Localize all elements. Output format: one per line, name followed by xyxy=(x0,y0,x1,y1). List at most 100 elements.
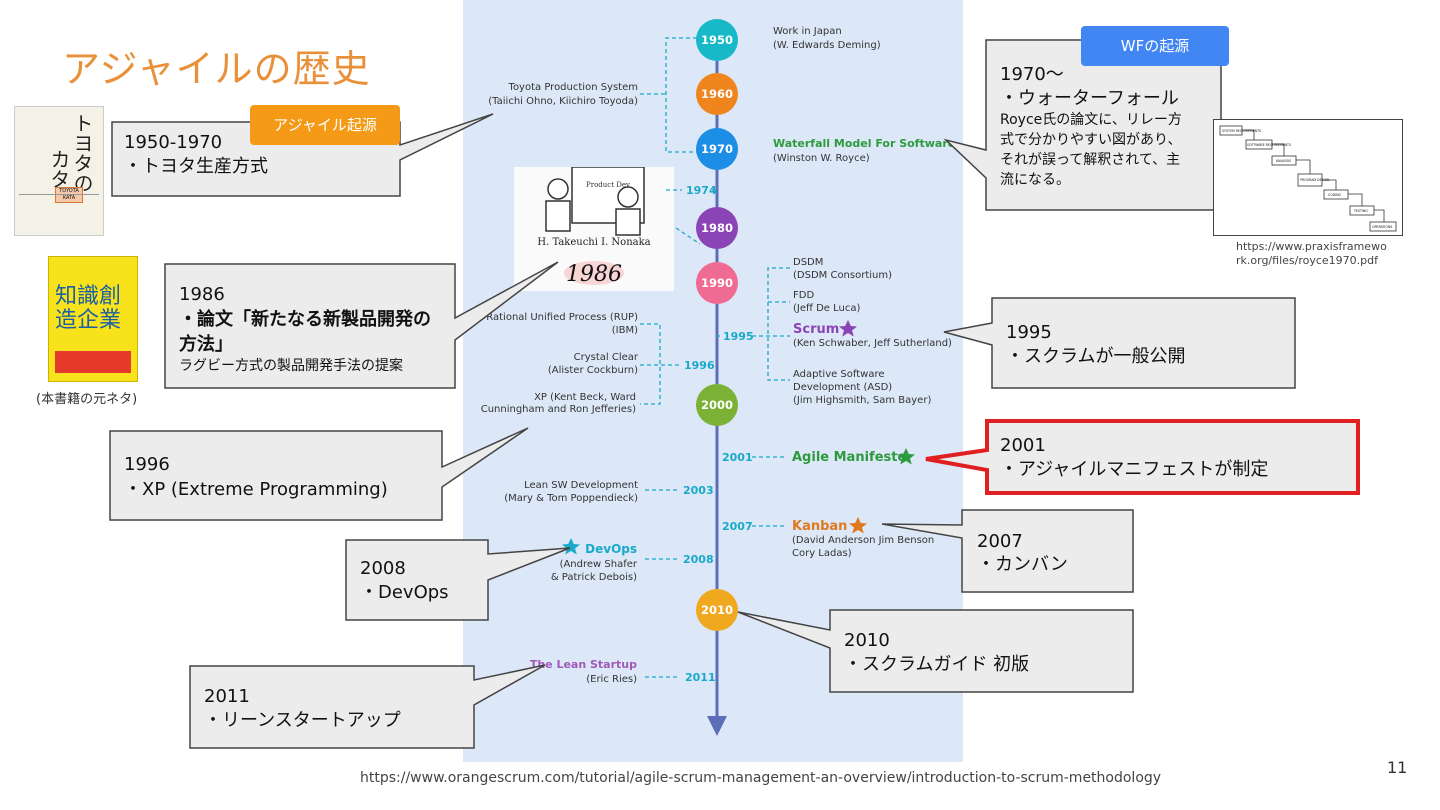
event-kanban-author: (David Anderson Jim Benson xyxy=(792,535,934,546)
event-crystal-title: Crystal Clear xyxy=(574,352,639,363)
callout-1986-line4: ラグビー方式の製品開発手法の提案 xyxy=(179,357,403,374)
year-label: 1986 xyxy=(566,262,622,287)
book-title: トヨタの xyxy=(70,113,94,193)
event-scrum-author: (Ken Schwaber, Jeff Sutherland) xyxy=(793,338,952,349)
royce-step-7-label: OPERATIONS xyxy=(1372,225,1392,229)
decade-2000-circle xyxy=(696,384,738,426)
year-1995: 1995 xyxy=(723,330,754,343)
decade-1980-circle xyxy=(696,207,738,249)
royce-arrow-5 xyxy=(1348,193,1363,206)
callout-1995-line1: 1995 xyxy=(1006,322,1052,343)
knowledge-creating-company-book-cover: 知識創造企業 xyxy=(48,256,138,382)
book-subtitle-area xyxy=(19,194,99,229)
decade-1990-circle xyxy=(696,262,738,304)
callout-wf-line3: Royce氏の論文に、リレー方 xyxy=(1000,112,1182,128)
callout-1986-line1: 1986 xyxy=(179,284,225,305)
event-leansw-author: (Mary & Tom Poppendieck) xyxy=(504,493,638,504)
decade-2010-circle xyxy=(696,589,738,631)
decade-1950-label: 1950 xyxy=(701,33,733,47)
event-dsdm-title: DSDM xyxy=(793,257,823,268)
scrum-star-icon xyxy=(839,320,857,337)
devops-star-icon xyxy=(562,538,580,555)
royce-url-line2[interactable]: rk.org/files/royce1970.pdf xyxy=(1236,254,1378,267)
event-kanban-author-2: Cory Ladas) xyxy=(792,548,852,559)
royce-step-7 xyxy=(1369,221,1397,232)
callout-2011-shape xyxy=(189,664,546,749)
event-scrum-title: Scrum xyxy=(793,322,839,337)
callout-toyota-line2: ・トヨタ生産方式 xyxy=(124,156,268,177)
footer-source-url[interactable]: https://www.orangescrum.com/tutorial/agi… xyxy=(360,770,1162,786)
board-text: Product Dev xyxy=(586,181,630,189)
callout-2001-shape xyxy=(925,419,1360,495)
decade-2010-label: 2010 xyxy=(701,603,733,617)
event-fdd-title: FDD xyxy=(793,290,814,301)
illustration-svg: Product Dev H. Takeuchi I. Nonaka 1986 xyxy=(537,166,651,287)
callout-1995-line2: ・スクラムが一般公開 xyxy=(1006,346,1185,367)
callout-1996-shape xyxy=(109,427,529,521)
takeuchi-nonaka-illustration: Product Dev H. Takeuchi I. Nonaka 1986 xyxy=(514,166,674,291)
callout-wf-line4: 式で分かりやすい図があり、 xyxy=(1000,132,1181,148)
event-devops-author: (Andrew Shafer xyxy=(560,559,638,570)
toyota-kata-book-cover: トヨタの カタ TOYOTA KATA xyxy=(14,106,104,236)
decade-1970-circle xyxy=(696,128,738,170)
callout-2001-line2: ・アジャイルマニフェストが制定 xyxy=(1000,459,1268,480)
page-number: 11 xyxy=(1387,758,1408,777)
callout-wf-line1: 1970〜 xyxy=(1000,64,1064,85)
royce-step-5-label: CODING xyxy=(1328,193,1342,197)
callout-2007-line2: ・カンバン xyxy=(977,554,1068,575)
royce-step-6-label: TESTING xyxy=(1353,209,1368,213)
callout-1996-line1: 1996 xyxy=(124,454,170,475)
callout-2010-shape xyxy=(737,609,1134,693)
callout-wf-line5: それが誤って解釈されて、主 xyxy=(1000,152,1180,168)
event-devops-title: DevOps xyxy=(585,542,637,556)
year-1974: 1974 xyxy=(686,184,717,197)
book-title-2: カタ xyxy=(47,149,71,189)
event-asd-author: (Jim Highsmith, Sam Bayer) xyxy=(793,395,931,406)
year-highlight xyxy=(564,261,624,285)
year-2003: 2003 xyxy=(683,484,714,497)
event-xp-author: Cunningham and Ron Jefferies) xyxy=(481,404,636,415)
event-tps-author: (Taiichi Ohno, Kiichiro Toyoda) xyxy=(488,96,638,107)
nonaka-head xyxy=(617,186,639,208)
decade-1970-label: 1970 xyxy=(701,142,733,156)
event-lean-startup-author: (Eric Ries) xyxy=(586,674,637,685)
wf-origin-badge: WFの起源 xyxy=(1081,26,1229,66)
event-rup-author: (IBM) xyxy=(612,325,638,336)
royce-arrow-4 xyxy=(1322,179,1337,190)
decade-2000-label: 2000 xyxy=(701,398,733,412)
callout-toyota-line1: 1950-1970 xyxy=(124,132,222,153)
connector-1950-1970 xyxy=(665,37,697,153)
royce-step-2 xyxy=(1245,139,1273,150)
callout-wf-line6: 流になる。 xyxy=(1000,172,1070,188)
book-band-label: TOYOTA KATA xyxy=(59,188,79,201)
event-deming-title: Work in Japan xyxy=(773,26,842,37)
takeuchi-head xyxy=(547,178,569,200)
event-fdd-author: (Jeff De Luca) xyxy=(793,303,860,314)
callout-wf-shape xyxy=(943,39,1222,211)
book-caption: (本書籍の元ネタ) xyxy=(36,392,138,407)
decade-1990-label: 1990 xyxy=(701,276,733,290)
decade-circles: 1950 1960 1970 1980 1990 2000 2010 xyxy=(696,19,738,631)
event-waterfall-title: Waterfall Model For Software xyxy=(773,137,955,150)
connector-1996-group xyxy=(640,323,661,405)
royce-step-4-label: PROGRAM DESIGN xyxy=(1300,178,1330,182)
callout-1995-shape xyxy=(943,297,1296,389)
callout-2008-shape xyxy=(345,539,571,621)
slide-title: アジャイルの歴史 xyxy=(62,47,371,91)
callout-1986-line2: ・論文「新たなる新製品開発の xyxy=(179,308,431,330)
royce-source-url[interactable]: https://www.praxisframewo rk.org/files/r… xyxy=(1236,240,1387,268)
callout-1996-line2: ・XP (Extreme Programming) xyxy=(124,479,388,500)
royce-url-line1[interactable]: https://www.praxisframewo xyxy=(1236,240,1387,253)
decade-1950-circle xyxy=(696,19,738,61)
book-title: 知識創造企業 xyxy=(55,284,122,333)
year-2007: 2007 xyxy=(722,520,753,533)
event-xp-title: XP (Kent Beck, Ward xyxy=(534,392,636,403)
connector-illustration xyxy=(675,227,701,245)
callout-wf-line2: ・ウォーターフォール xyxy=(1000,88,1179,109)
callout-2010-line1: 2010 xyxy=(844,630,890,651)
connectors xyxy=(640,37,790,678)
year-2008: 2008 xyxy=(683,553,714,566)
callout-2007-line1: 2007 xyxy=(977,531,1023,552)
royce-step-2-label: SOFTWARE REQUIREMENTS xyxy=(1247,143,1291,147)
event-crystal-author: (Alister Cockburn) xyxy=(548,365,638,376)
